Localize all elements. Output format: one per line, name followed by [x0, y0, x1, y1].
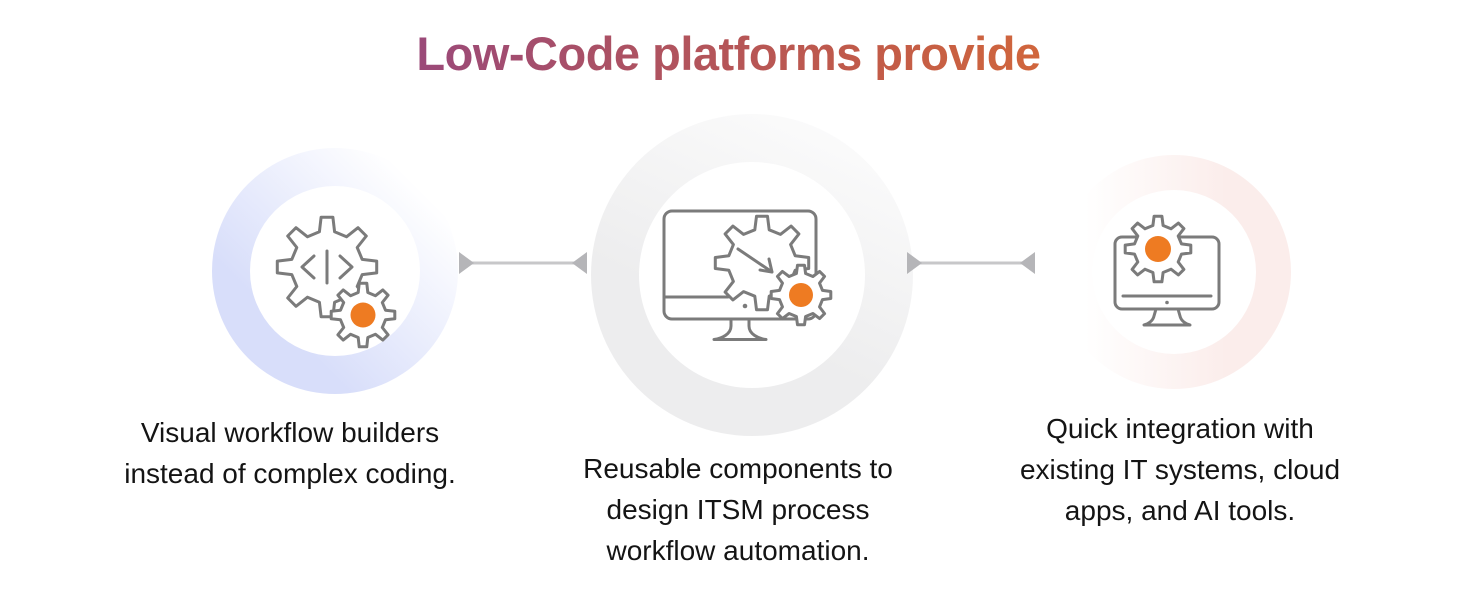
- monitor-gears-icon: [662, 209, 833, 341]
- caption-line: workflow automation.: [606, 535, 870, 566]
- gear-center-orange: [1145, 236, 1171, 262]
- step-description-visual-workflow: Visual workflow builders instead of comp…: [70, 412, 510, 494]
- caption-line: apps, and AI tools.: [1064, 495, 1296, 526]
- caption-line: instead of complex coding.: [124, 458, 456, 489]
- caption-line: Reusable components to: [583, 453, 893, 484]
- connector-triangle-right: [572, 252, 587, 274]
- monitor-stand: [712, 317, 768, 341]
- code-gears-icon: [275, 215, 397, 349]
- step-description-quick-integration: Quick integration with existing IT syste…: [960, 408, 1400, 531]
- gear-arrow: [736, 247, 774, 274]
- connector-triangle-right: [1020, 252, 1035, 274]
- connector-arrow-1: [459, 252, 587, 274]
- gear-center-orange: [789, 283, 813, 307]
- gear-center-orange: [350, 302, 376, 328]
- caption-line: design ITSM process: [606, 494, 870, 525]
- caption-line: existing IT systems, cloud: [1019, 454, 1341, 485]
- monitor-gear-icon: [1113, 214, 1221, 327]
- monitor-dot: [742, 303, 748, 309]
- monitor-stand: [1142, 307, 1192, 327]
- step-description-reusable-components: Reusable components to design ITSM proce…: [528, 448, 948, 571]
- caption-line: Quick integration with: [1046, 413, 1314, 444]
- page-title: Low-Code platforms provide: [0, 26, 1457, 81]
- caption-line: Visual workflow builders: [140, 417, 440, 448]
- monitor-dot: [1165, 300, 1169, 305]
- connector-triangle-left: [907, 252, 922, 274]
- connector-triangle-left: [459, 252, 474, 274]
- code-bracket-left: [300, 254, 316, 280]
- monitor-frame: [662, 209, 818, 321]
- connector-arrow-2: [907, 252, 1035, 274]
- code-bracket-right: [338, 254, 354, 280]
